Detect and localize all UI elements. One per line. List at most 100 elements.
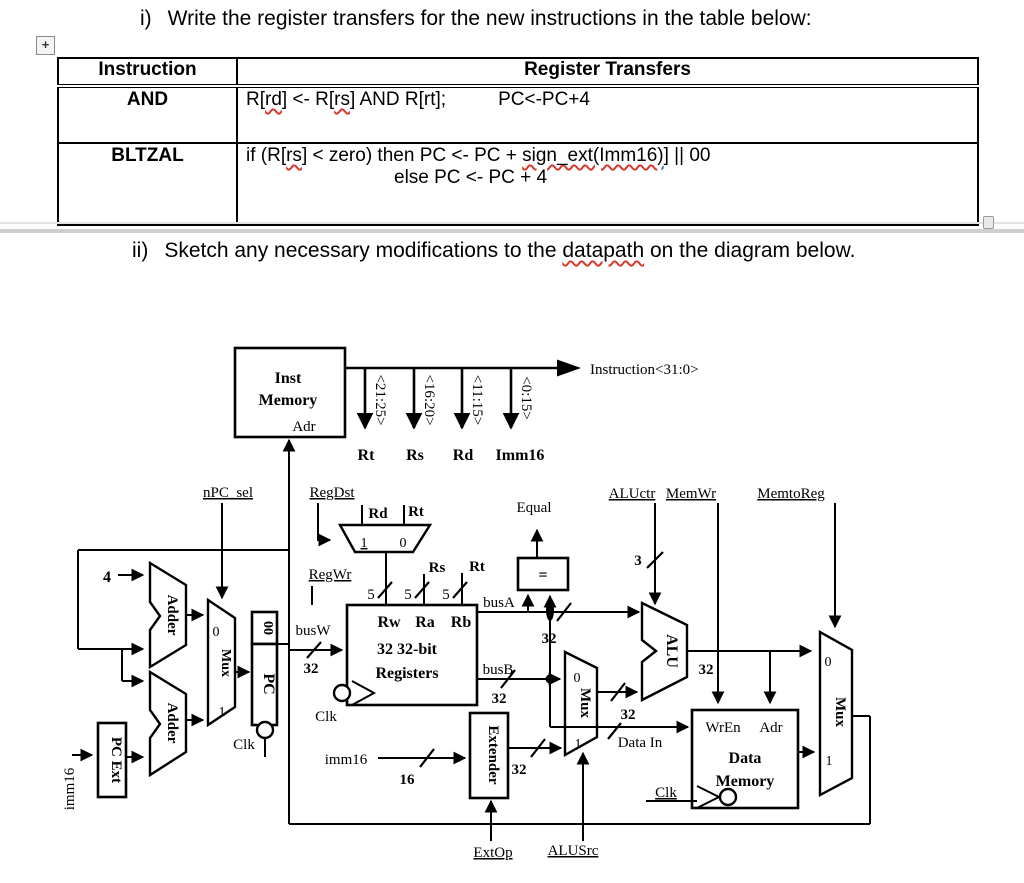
text-segment: ] || 00 xyxy=(663,145,711,166)
text-segment: PC<-PC+4 xyxy=(498,89,590,110)
equal-signal-label: Equal xyxy=(517,500,552,516)
register-file-ports: Rs Rt 5 5 5 xyxy=(367,559,485,605)
data-memory-label-1: Data xyxy=(729,750,762,767)
transfer-line: R[rd] <- R[rs] AND R[rt];PC<-PC+4 xyxy=(244,89,971,111)
pc-and-busw-wiring xyxy=(77,438,871,825)
adder-bottom-label: Adder xyxy=(164,703,180,744)
rb-port-rt-label: Rt xyxy=(469,559,485,575)
memtoreg-mux-label: Mux xyxy=(832,697,848,728)
rw-port-label: Rw xyxy=(377,614,401,631)
data-in-label: Data In xyxy=(618,735,663,751)
equal-comparator: = xyxy=(516,528,570,592)
alu: ALU 32 xyxy=(640,601,813,705)
text-segment: rs xyxy=(286,145,302,166)
memwr-signal-label: MemWr xyxy=(666,486,716,502)
clock-bubble-icon xyxy=(332,683,352,703)
pc-ext-label: PC Ext xyxy=(108,737,124,783)
pc-increment-logic: 4 Adder Adder 0 Mux 1 00 PC Clk xyxy=(103,560,279,778)
pc-register-label: PC xyxy=(260,673,277,694)
instruction-bus: Instruction<31:0> <21:25> <16:20> <11:15… xyxy=(345,359,699,464)
alu-out-width-32: 32 xyxy=(699,662,714,678)
bitfield-0-15: <0:15> xyxy=(518,376,534,420)
inst-memory-box: Inst Memory Adr xyxy=(233,346,347,439)
clock-bubble-icon xyxy=(255,720,275,740)
regdst-mux-in-rt: Rt xyxy=(408,504,424,520)
adr-port-label: Adr xyxy=(759,720,782,736)
text-segment: ] AND R[rt]; xyxy=(350,89,447,110)
aluctr-width-label: 3 xyxy=(634,553,642,569)
regdst-mux-sel0: 0 xyxy=(400,536,407,551)
register-file-title-2: Registers xyxy=(375,665,438,682)
instruction-bus-arrow xyxy=(557,359,581,377)
busb-label: busB xyxy=(483,662,514,678)
alusrc-mux-label: Mux xyxy=(577,688,593,719)
ra-port-rs-label: Rs xyxy=(429,560,446,576)
regwr-signal-label: RegWr xyxy=(309,567,352,583)
text-segment: ) xyxy=(657,145,664,166)
data-memory-label-2: Memory xyxy=(716,773,775,790)
text-segment: Sketch any necessary modifications to th… xyxy=(164,239,563,262)
page-break-handle[interactable] xyxy=(983,216,994,229)
instruction-name: BLTZAL xyxy=(57,142,238,226)
memtoreg-mux: 0 Mux 1 xyxy=(818,629,854,797)
register-transfer-cell: R[rd] <- R[rs] AND R[rt];PC<-PC+4 xyxy=(236,85,979,144)
transfer-line: else PC <- PC + 4 xyxy=(244,167,971,189)
alusrc-signal-label: ALUSrc xyxy=(548,843,599,859)
extender-in-width-16: 16 xyxy=(400,772,416,788)
rb-port-label: Rb xyxy=(451,614,472,631)
extender-out-width-32: 32 xyxy=(512,762,527,778)
text-segment: ] <- R[ xyxy=(281,89,335,110)
busb-wire: busB 32 xyxy=(477,662,562,727)
wren-port-label: WrEn xyxy=(705,720,741,736)
data-in-width-32: 32 xyxy=(621,707,636,723)
table-move-handle-icon[interactable]: + xyxy=(36,36,55,55)
npc-sel-mux-in1: 1 xyxy=(219,705,226,720)
memtoreg-mux-in1: 1 xyxy=(826,754,833,769)
table-header-row: Instruction Register Transfers xyxy=(57,57,979,88)
rb-width-5: 5 xyxy=(442,587,450,603)
wire-crossover xyxy=(546,599,554,621)
bottom-control-signals: ExtOp ALUSrc xyxy=(473,751,599,861)
regdst-mux-in-rd: Rd xyxy=(368,506,388,522)
page-separator-line xyxy=(0,222,1024,224)
text-segment: sign_ext(Imm16 xyxy=(522,145,658,166)
pc-ext-imm16-label: imm16 xyxy=(62,767,78,810)
table-row: BLTZAL if (R[rs] < zero) then PC <- PC +… xyxy=(57,142,979,226)
busw-wire: busW 32 xyxy=(289,623,344,677)
pc-clk-label: Clk xyxy=(233,737,255,753)
text-segment: ] < zero) then PC <- PC + xyxy=(301,145,523,166)
transfer-line: if (R[rs] < zero) then PC <- PC + sign_e… xyxy=(244,145,971,167)
alusrc-mux-in0: 0 xyxy=(574,671,581,686)
data-memory-clk-label: Clk xyxy=(655,785,677,801)
text-segment: if (R[ xyxy=(246,145,287,166)
alu-label: ALU xyxy=(663,634,680,668)
npc-sel-mux xyxy=(206,597,237,728)
aluctr-signal-label: ALUctr xyxy=(609,486,656,502)
register-transfer-table: Instruction Register Transfers AND R[rd]… xyxy=(57,57,979,226)
pc-ext: PC Ext imm16 xyxy=(62,721,145,810)
memtoreg-signal-label: MemtoReg xyxy=(757,486,825,502)
rw-width-5: 5 xyxy=(367,587,375,603)
table-row: AND R[rd] <- R[rs] AND R[rt];PC<-PC+4 xyxy=(57,85,979,144)
bitfield-21-25: <21:25> xyxy=(372,374,388,425)
extender: Extender imm16 16 32 xyxy=(325,711,563,800)
field-rt-label: Rt xyxy=(358,447,376,464)
datapath-diagram: Inst Memory Adr Instruction<31:0> <21:25… xyxy=(62,346,871,861)
question-i: i)Write the register transfers for the n… xyxy=(140,7,812,31)
col-header-instruction: Instruction xyxy=(57,57,238,88)
regdst-signal-label: RegDst xyxy=(310,485,356,501)
text-segment: rs xyxy=(334,89,350,110)
equal-sign: = xyxy=(538,567,547,584)
regdst-mux: Rd Rt 1 0 xyxy=(337,504,433,605)
data-in-wire: 32 Data In xyxy=(550,707,690,751)
clock-bubble-icon xyxy=(718,787,738,807)
regdst-mux-sel1: 1 xyxy=(361,536,368,551)
data-memory-box: WrEn Adr Data Memory Clk xyxy=(646,708,816,810)
inst-memory-label-1: Inst xyxy=(275,370,302,387)
register-file-box: Rw Ra Rb 32 32-bit Registers Clk xyxy=(315,603,479,725)
question-ii-number: ii) xyxy=(132,239,149,262)
adder-top-label: Adder xyxy=(164,595,180,636)
ra-port-label: Ra xyxy=(415,614,435,631)
question-i-number: i) xyxy=(140,7,152,30)
npc-sel-signal-label: nPC_sel xyxy=(203,485,253,501)
